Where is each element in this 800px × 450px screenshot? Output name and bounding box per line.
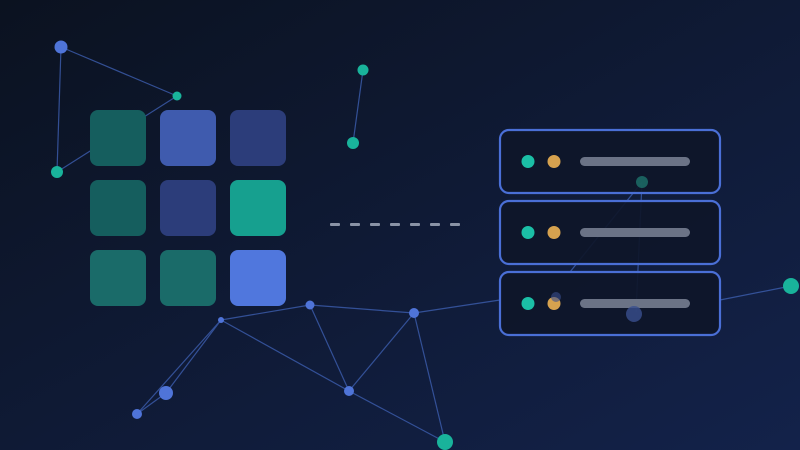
status-light-icon	[547, 155, 561, 168]
status-light-icon	[547, 226, 561, 239]
grid-tile-6	[230, 180, 286, 236]
network-node-c	[51, 166, 63, 178]
server-status-bar	[580, 157, 690, 166]
connector-dash-4	[390, 223, 400, 226]
server-unit-2	[498, 199, 722, 266]
server-rack-icon	[498, 128, 722, 337]
status-light-icon	[521, 226, 535, 239]
network-edge-4	[352, 69, 364, 144]
network-edge-11	[136, 319, 222, 415]
network-edge-9	[220, 319, 350, 392]
grid-tile-9	[230, 250, 286, 306]
network-edge-7	[309, 304, 350, 392]
status-light-icon	[521, 297, 535, 310]
network-edge-8	[348, 312, 415, 392]
server-status-bar	[580, 299, 690, 308]
network-node-k	[132, 409, 142, 419]
connector-dash-6	[430, 223, 440, 226]
grid-tile-7	[90, 250, 146, 306]
network-node-b	[172, 91, 182, 101]
network-edge-16	[719, 285, 792, 301]
network-node-e	[347, 137, 359, 149]
network-node-m	[783, 278, 799, 294]
network-edge-5	[220, 304, 311, 321]
server-status-bar	[580, 228, 690, 237]
grid-tile-2	[160, 110, 216, 166]
network-node-h	[409, 308, 419, 318]
grid-tile-3	[230, 110, 286, 166]
connector-dash-7	[450, 223, 460, 226]
network-edge-1	[60, 46, 178, 97]
overlay-nodes	[551, 176, 648, 322]
network-node-j	[159, 386, 173, 400]
grid-tile-8	[160, 250, 216, 306]
connector-dash-5	[410, 223, 420, 226]
network-node-overlay-1	[636, 176, 648, 188]
grid-tile-1	[90, 110, 146, 166]
grid-tile-5	[160, 180, 216, 236]
tile-grid-icon	[90, 110, 286, 306]
network-edge-13	[413, 312, 446, 443]
connector-dash-3	[370, 223, 380, 226]
network-edge-6	[309, 304, 415, 314]
network-node-a	[54, 40, 68, 54]
network-edge-14	[348, 390, 446, 443]
network-edge-10	[165, 319, 222, 394]
network-nodes	[51, 40, 799, 450]
grid-tile-4	[90, 180, 146, 236]
network-node-f	[218, 317, 224, 323]
network-edge-2	[56, 46, 62, 173]
network-edge-15	[413, 299, 501, 314]
network-node-overlay-2	[626, 306, 642, 322]
network-node-g	[305, 300, 315, 310]
server-unit-1	[498, 128, 722, 195]
connector-dash-2	[350, 223, 360, 226]
network-node-i	[344, 386, 354, 396]
network-node-d	[357, 64, 369, 76]
server-unit-3	[498, 270, 722, 337]
network-node-l	[437, 434, 453, 450]
network-node-overlay-3	[551, 292, 561, 302]
dashed-connector-icon	[330, 223, 460, 226]
connector-dash-1	[330, 223, 340, 226]
status-light-icon	[521, 155, 535, 168]
